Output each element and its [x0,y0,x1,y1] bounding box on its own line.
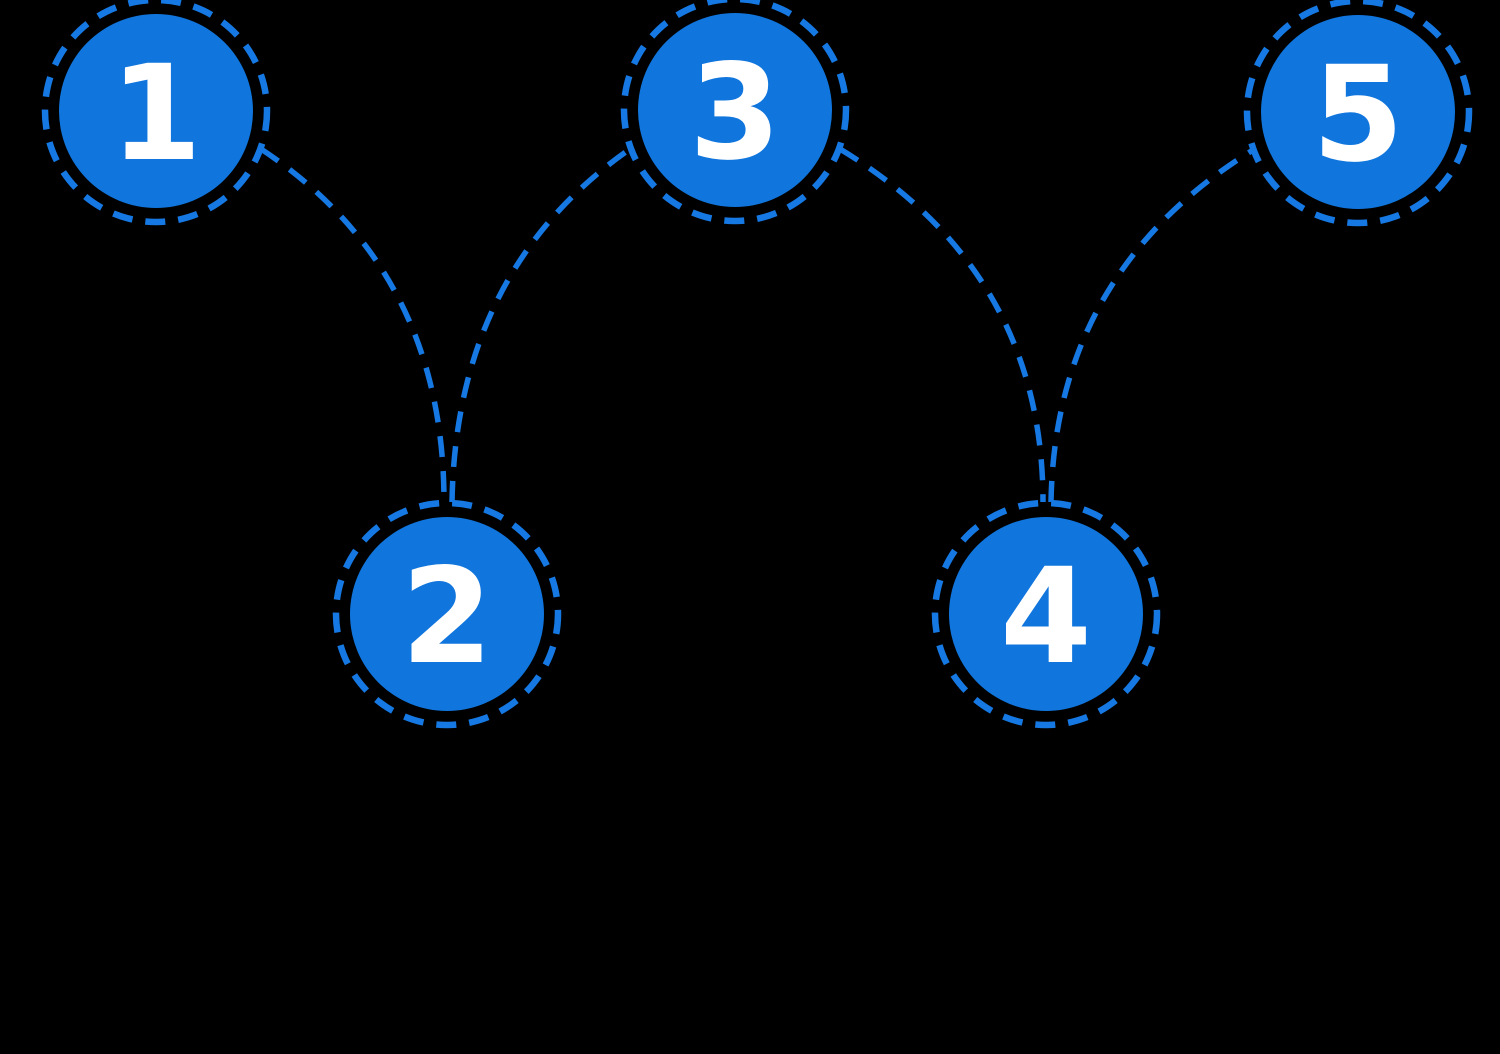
step-2-label-area [255,755,650,1054]
connector-arc-2-3 [449,146,632,503]
step-1-number: 1 [110,37,202,191]
step-4-number: 4 [1000,540,1092,694]
connector-arc-3-4 [838,146,1046,503]
step-1: 1 [41,0,271,226]
step-4-circle [949,517,1143,711]
connector-arc-4-5 [1048,147,1255,503]
step-5-label-area [1205,255,1500,585]
step-4-label-area [880,755,1210,1054]
step-5-number: 5 [1312,38,1404,192]
connector-arc-1-2 [259,146,447,503]
step-2-dashed-ring [332,499,562,729]
step-1-label-area [15,255,305,585]
step-5-circle [1261,15,1455,209]
step-3-label-area [590,255,890,585]
step-4-dashed-ring [931,499,1161,729]
step-4: 4 [931,499,1161,729]
step-1-dashed-ring [41,0,271,226]
step-1-circle [59,14,253,208]
step-3: 3 [620,0,850,225]
step-2-circle [350,517,544,711]
step-3-dashed-ring [620,0,850,225]
step-3-number: 3 [689,36,781,190]
step-3-circle [638,13,832,207]
step-2-number: 2 [401,540,493,694]
step-5-dashed-ring [1243,0,1473,227]
step-5: 5 [1243,0,1473,227]
step-2: 2 [332,499,562,729]
